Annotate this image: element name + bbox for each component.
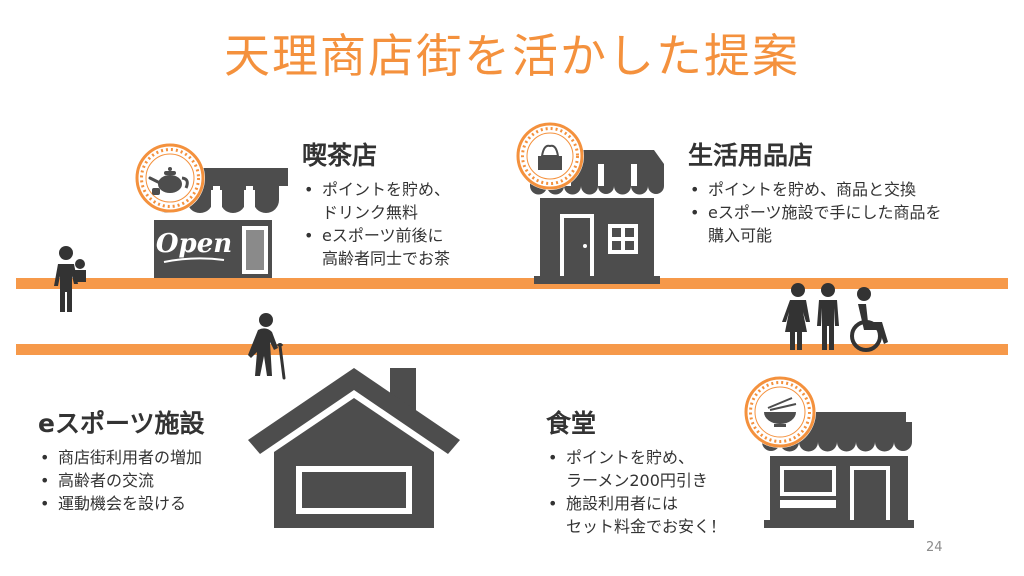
list-item: eスポーツ前後に 高齢者同士でお茶 — [302, 224, 522, 270]
open-sign-text: Open — [156, 229, 232, 259]
esports-facility-icon — [248, 368, 460, 528]
teapot-badge-icon — [135, 143, 205, 213]
cafe-shop-icon: Open — [135, 143, 288, 278]
cafe-heading: 喫茶店 — [302, 141, 378, 170]
cafe-bullets: ポイントを貯め、 ドリンク無料 eスポーツ前後に 高齢者同士でお茶 — [302, 178, 522, 270]
diner-icon — [744, 376, 914, 528]
esports-section: eスポーツ施設 商店街利用者の増加 高齢者の交流 運動機会を設ける — [38, 404, 258, 515]
list-item: 運動機会を設ける — [38, 492, 258, 515]
cafe-section: 喫茶店 ポイントを貯め、 ドリンク無料 eスポーツ前後に 高齢者同士でお茶 — [302, 136, 522, 270]
people-and-wheelchair-icon — [782, 283, 888, 352]
diner-heading: 食堂 — [546, 409, 597, 438]
esports-heading: eスポーツ施設 — [38, 409, 205, 438]
page-title: 天理商店街を活かした提案 — [224, 29, 800, 83]
list-item: 施設利用者には セット料金でお安く！ — [546, 492, 766, 538]
diner-bullets: ポイントを貯め、 ラーメン200円引き 施設利用者には セット料金でお安く！ — [546, 446, 766, 538]
street-line-top — [16, 278, 1008, 289]
goods-store-icon — [516, 122, 664, 284]
goods-section: 生活用品店 ポイントを貯め、商品と交換 eスポーツ施設で手にした商品を 購入可能 — [688, 136, 1008, 247]
list-item: ポイントを貯め、商品と交換 — [688, 178, 1008, 201]
list-item: 商店街利用者の増加 — [38, 446, 258, 469]
elderly-person-icon — [248, 313, 286, 380]
tissue-box-badge-icon — [516, 122, 584, 190]
parent-with-child-icon — [54, 246, 86, 312]
list-item: ポイントを貯め、 ドリンク無料 — [302, 178, 522, 224]
street-line-bottom — [16, 344, 1008, 355]
goods-bullets: ポイントを貯め、商品と交換 eスポーツ施設で手にした商品を 購入可能 — [688, 178, 1008, 247]
goods-heading: 生活用品店 — [688, 141, 814, 170]
diner-section: 食堂 ポイントを貯め、 ラーメン200円引き 施設利用者には セット料金でお安く… — [546, 404, 766, 538]
ramen-badge-icon — [744, 376, 816, 448]
page-number: 24 — [926, 540, 943, 555]
list-item: eスポーツ施設で手にした商品を 購入可能 — [688, 201, 1008, 247]
esports-bullets: 商店街利用者の増加 高齢者の交流 運動機会を設ける — [38, 446, 258, 515]
list-item: 高齢者の交流 — [38, 469, 258, 492]
list-item: ポイントを貯め、 ラーメン200円引き — [546, 446, 766, 492]
